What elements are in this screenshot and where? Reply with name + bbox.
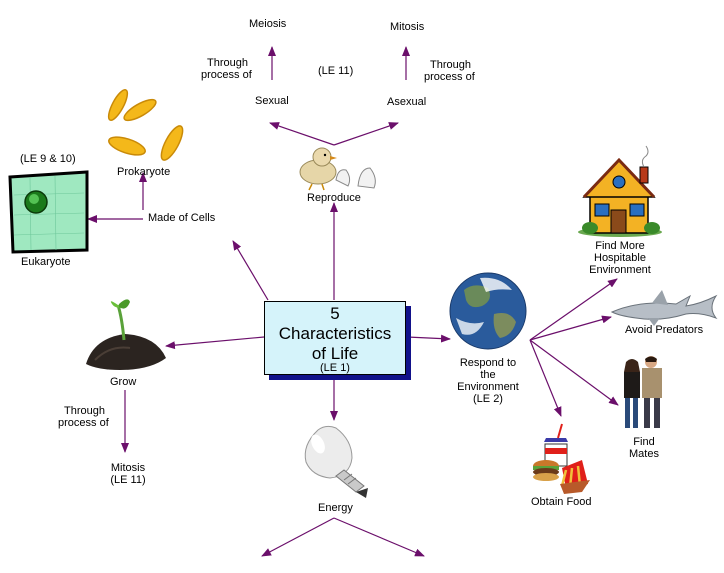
label-mitosis-top: Mitosis: [390, 21, 425, 33]
eukaryote-icon: [8, 170, 89, 254]
label-reproduce: Reproduce: [307, 192, 361, 204]
center-title-line-2: Characteristics: [278, 324, 392, 343]
label-obtain-food: Obtain Food: [531, 496, 592, 508]
label-hospitable-1: Find More: [595, 240, 645, 252]
label-through-grow-2: process of: [58, 417, 109, 429]
shark-icon: [610, 290, 718, 326]
house-icon: [578, 145, 662, 237]
arrow-to-grow: [165, 336, 265, 350]
arrow-energy-left: [261, 517, 335, 557]
label-through-right-1: Through: [430, 59, 471, 71]
fast-food-icon: [533, 423, 590, 494]
label-le11-top: (LE 11): [318, 65, 354, 77]
arrow-to-avoid-predators: [529, 315, 612, 341]
label-le9-10: (LE 9 & 10): [20, 153, 76, 165]
label-respond-2: the: [480, 369, 496, 381]
label-eukaryote: Eukaryote: [21, 256, 71, 268]
label-respond-3: Environment: [457, 381, 519, 393]
label-through-right-2: process of: [424, 71, 475, 83]
label-mates-2: Mates: [629, 448, 659, 460]
label-through-grow-1: Through: [64, 405, 105, 417]
label-grow: Grow: [110, 376, 137, 388]
label-meiosis: Meiosis: [249, 18, 287, 30]
label-mates-1: Find: [633, 436, 655, 448]
arrow-to-sexual: [269, 122, 335, 146]
label-energy: Energy: [318, 502, 353, 514]
label-respond-4: (LE 2): [473, 393, 503, 405]
arrow-to-asexual: [333, 122, 399, 146]
arrow-to-made-of-cells: [232, 240, 269, 301]
center-title-line-1: 5: [330, 304, 340, 323]
chick-egg-icon: [299, 147, 376, 191]
label-through-left-1: Through: [207, 57, 248, 69]
label-sexual: Sexual: [255, 95, 289, 107]
arrow-to-respond: [406, 334, 451, 343]
label-made-of-cells: Made of Cells: [148, 212, 216, 224]
label-through-left-2: process of: [201, 69, 252, 81]
lightbulb-icon: [304, 425, 368, 498]
label-mitosis-bottom-1: Mitosis: [110, 462, 146, 474]
label-asexual: Asexual: [387, 96, 427, 108]
label-avoid-predators: Avoid Predators: [625, 324, 704, 336]
center-title-line-3: of Life: [311, 344, 359, 363]
arrow-energy-right: [333, 517, 425, 557]
arrow-to-hospitable: [529, 278, 618, 341]
label-hospitable-2: Hospitable: [594, 252, 646, 264]
sprout-icon: [86, 299, 166, 370]
earth-icon: [449, 272, 527, 350]
prokaryote-icon: [107, 89, 184, 161]
label-mitosis-bottom-2: (LE 11): [110, 474, 146, 486]
arrow-to-obtain-food: [529, 339, 562, 417]
center-subtitle: (LE 1): [320, 362, 350, 374]
center-concept-box: 5 Characteristics of Life (LE 1): [264, 301, 406, 375]
label-prokaryote: Prokaryote: [117, 166, 171, 178]
arrow-to-mates: [529, 339, 619, 406]
couple-icon: [624, 356, 662, 428]
label-respond-1: Respond to: [459, 357, 517, 369]
label-hospitable-3: Environment: [589, 264, 651, 276]
